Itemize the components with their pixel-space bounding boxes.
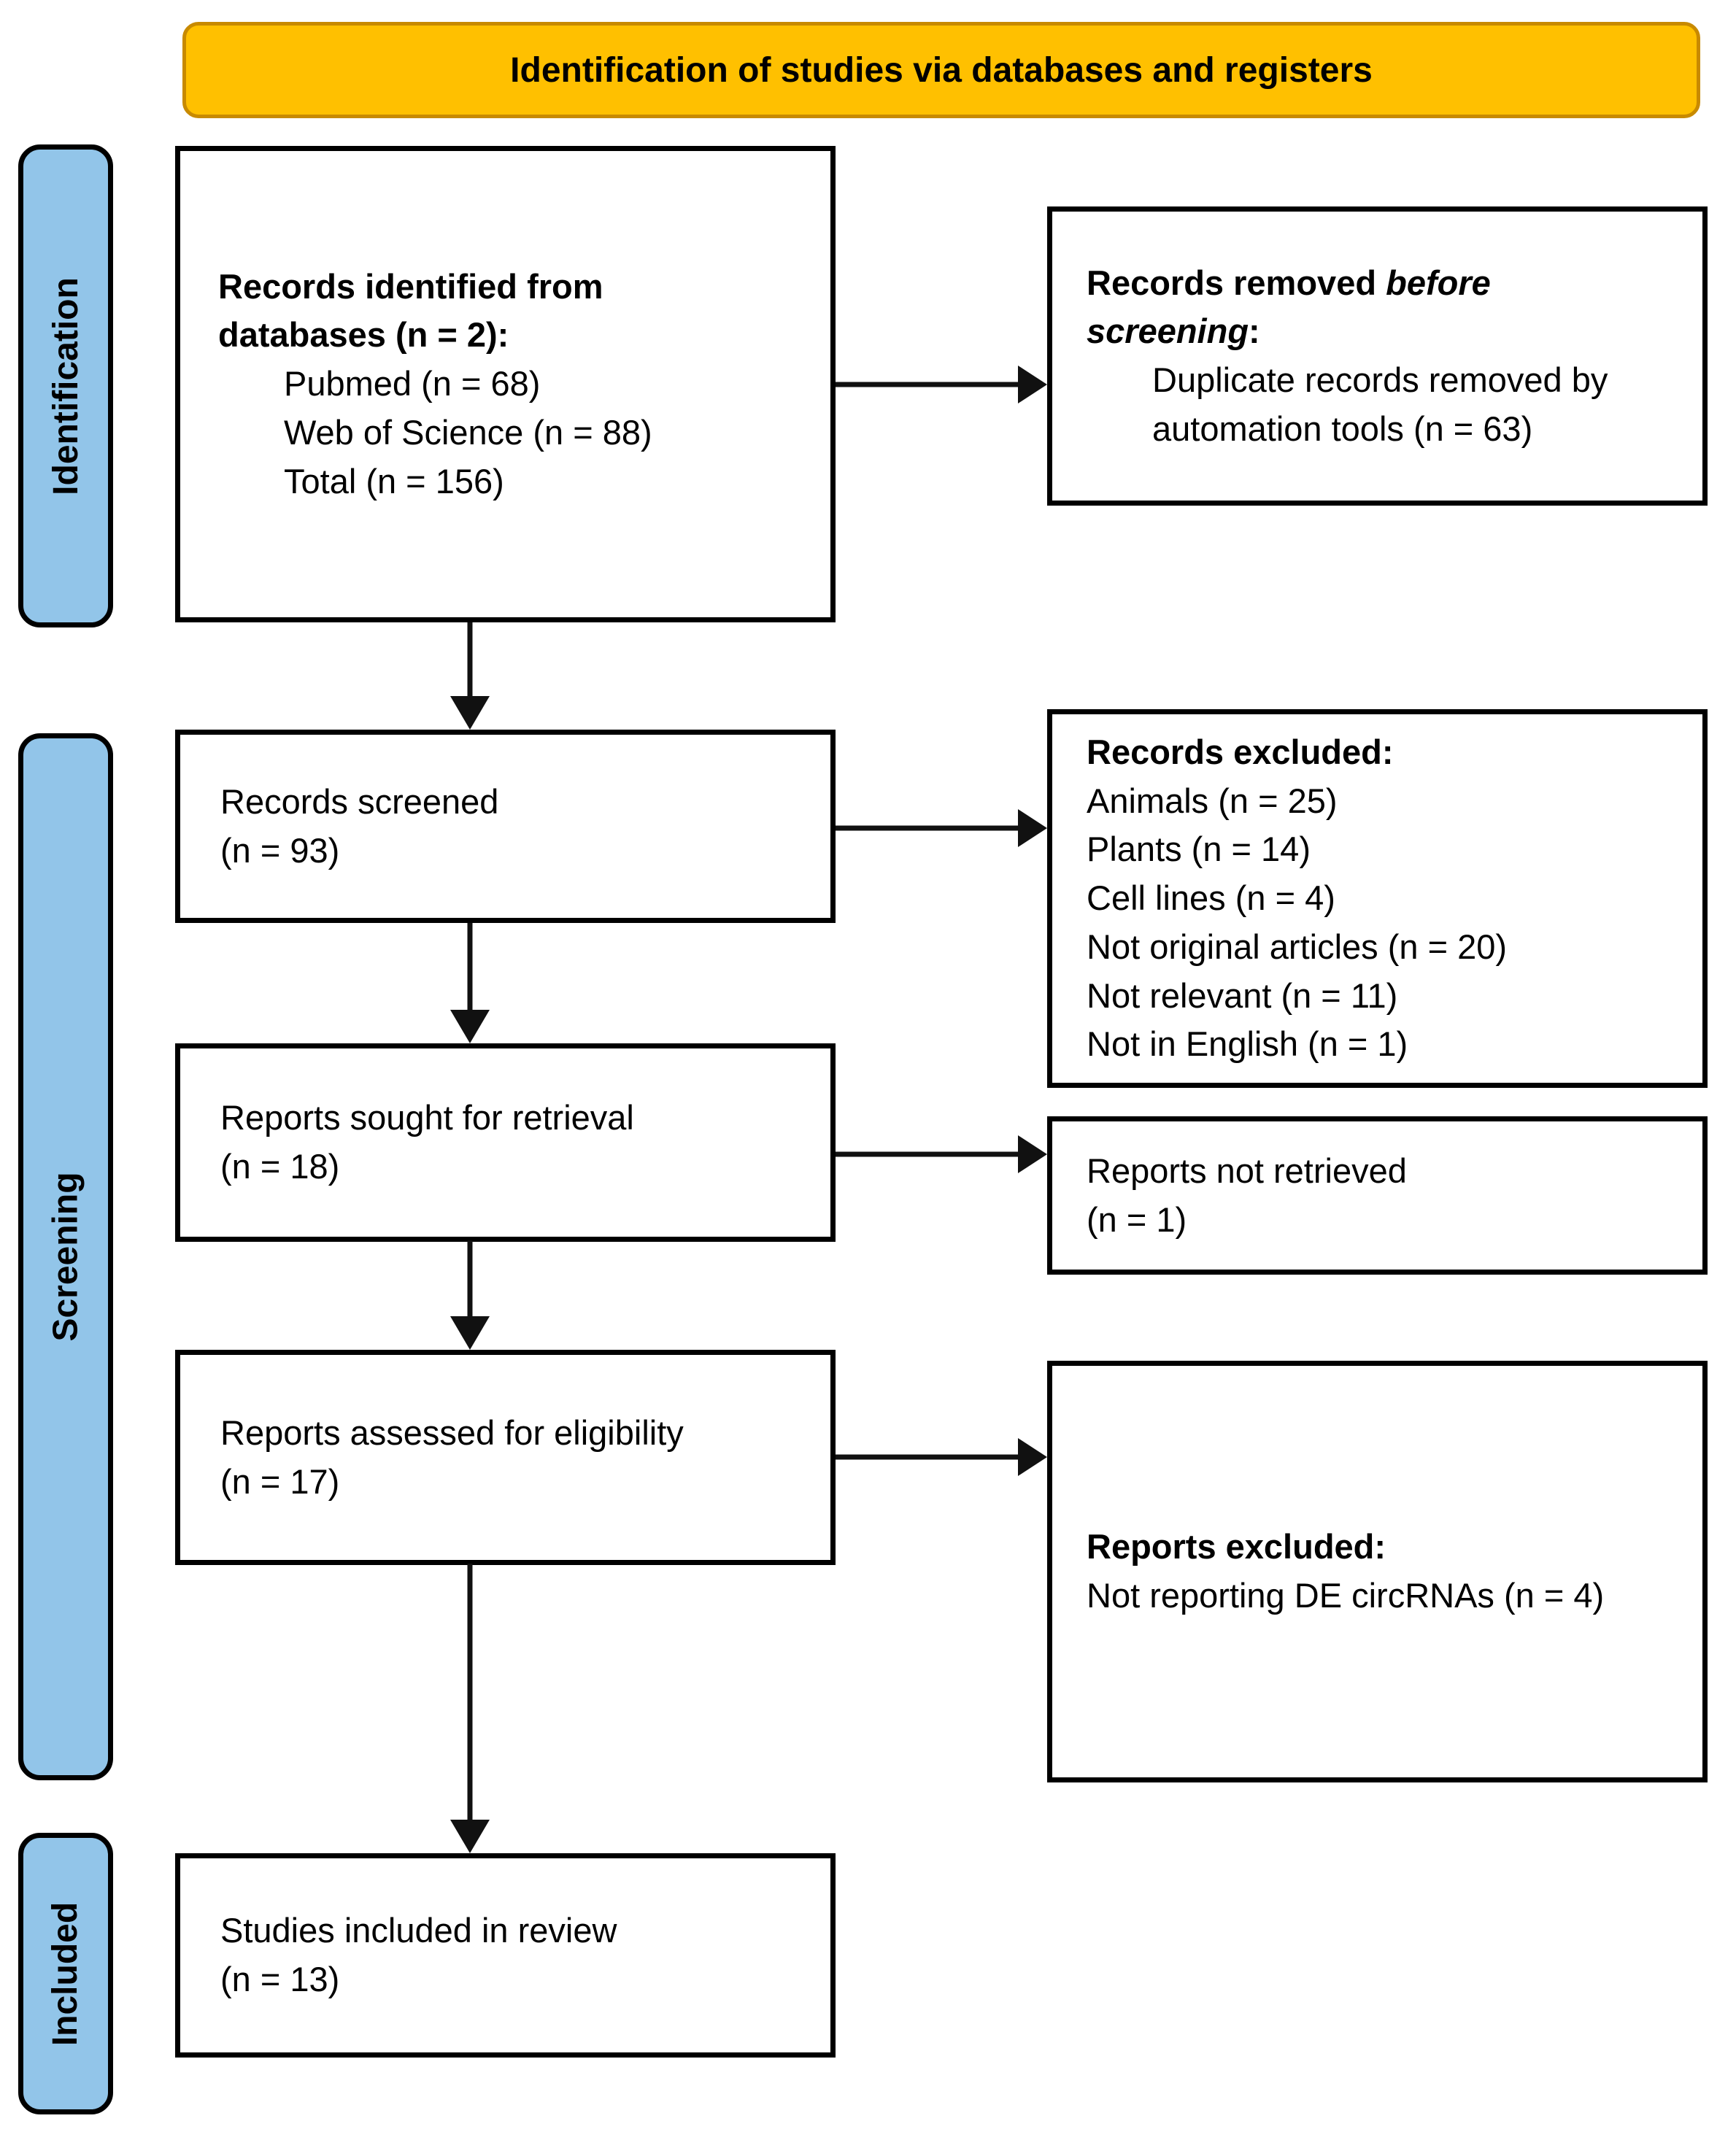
- box-records-excluded: Records excluded: Animals (n = 25) Plant…: [1047, 709, 1708, 1088]
- arrow-shaft: [467, 923, 473, 1011]
- records-identified-title: Records identified from databases (n = 2…: [218, 266, 603, 355]
- reports-sought-count: (n = 18): [220, 1147, 340, 1186]
- down-arrow-sought-to-assessed: [450, 1240, 490, 1350]
- box-reports-not-retrieved: Reports not retrieved (n = 1): [1047, 1116, 1708, 1275]
- diagram-title-banner: Identification of studies via databases …: [182, 22, 1700, 118]
- arrow-shaft: [467, 1564, 473, 1821]
- studies-included-line1: Studies included in review: [220, 1911, 617, 1950]
- box-reports-sought: Reports sought for retrieval (n = 18): [175, 1043, 836, 1242]
- arrow-head-icon: [450, 1820, 490, 1853]
- down-arrow-assessed-to-included: [450, 1564, 490, 1853]
- box-records-identified: Records identified from databases (n = 2…: [175, 146, 836, 622]
- reports-not-retrieved-count: (n = 1): [1087, 1199, 1187, 1239]
- records-identified-item-wos: Web of Science (n = 88): [284, 412, 652, 452]
- box-records-screened: Records screened (n = 93): [175, 730, 836, 923]
- reports-excluded-item-not-reporting: Not reporting DE circRNAs (n = 4): [1087, 1576, 1605, 1615]
- arrow-shaft: [836, 825, 1021, 831]
- stage-label-identification: Identification: [18, 144, 113, 627]
- reports-assessed-line1: Reports assessed for eligibility: [220, 1413, 684, 1452]
- arrow-shaft: [467, 1240, 473, 1318]
- box-reports-excluded: Reports excluded: Not reporting DE circR…: [1047, 1361, 1708, 1782]
- arrow-head-icon: [450, 1316, 490, 1350]
- records-excluded-item-animals: Animals (n = 25): [1087, 781, 1338, 820]
- stage-label-screening: Screening: [18, 733, 113, 1780]
- reports-sought-line1: Reports sought for retrieval: [220, 1098, 634, 1137]
- records-excluded-title: Records excluded:: [1087, 732, 1394, 771]
- reports-excluded-title: Reports excluded:: [1087, 1527, 1386, 1566]
- right-arrow-assessed-to-reports-excluded: [836, 1438, 1047, 1476]
- records-identified-item-pubmed: Pubmed (n = 68): [284, 364, 541, 403]
- records-removed-title-suffix: :: [1249, 312, 1260, 351]
- box-records-removed-before-screening: Records removed before screening: Duplic…: [1047, 206, 1708, 506]
- records-screened-line1: Records screened: [220, 781, 499, 821]
- records-excluded-item-not-relevant: Not relevant (n = 11): [1087, 976, 1398, 1015]
- right-arrow-sought-to-not-retrieved: [836, 1135, 1047, 1173]
- records-excluded-item-not-original: Not original articles (n = 20): [1087, 927, 1508, 966]
- arrow-head-icon: [1018, 809, 1047, 847]
- arrow-shaft: [836, 382, 1021, 387]
- right-arrow-identified-to-removed: [836, 366, 1047, 403]
- records-removed-title-italic: before screening: [1087, 263, 1491, 351]
- reports-assessed-count: (n = 17): [220, 1461, 340, 1501]
- right-arrow-screened-to-excluded: [836, 809, 1047, 847]
- studies-included-count: (n = 13): [220, 1960, 340, 1998]
- reports-not-retrieved-line1: Reports not retrieved: [1087, 1151, 1407, 1190]
- stage-label-included-text: Included: [46, 1901, 85, 2046]
- records-removed-title: Records removed before screening:: [1087, 259, 1561, 356]
- arrow-head-icon: [450, 696, 490, 730]
- arrow-head-icon: [1018, 1438, 1047, 1476]
- box-studies-included: Studies included in review (n = 13): [175, 1853, 836, 2058]
- stage-label-identification-text: Identification: [46, 277, 85, 495]
- stage-label-included: Included: [18, 1833, 113, 2114]
- records-removed-title-prefix: Records removed: [1087, 263, 1386, 302]
- records-screened-count: (n = 93): [220, 830, 340, 870]
- arrow-shaft: [467, 622, 473, 698]
- arrow-head-icon: [450, 1010, 490, 1043]
- arrow-head-icon: [1018, 366, 1047, 403]
- arrow-head-icon: [1018, 1135, 1047, 1173]
- down-arrow-identified-to-screened: [450, 622, 490, 730]
- records-excluded-item-not-english: Not in English (n = 1): [1087, 1024, 1408, 1064]
- diagram-title: Identification of studies via databases …: [510, 50, 1373, 90]
- arrow-shaft: [836, 1454, 1021, 1460]
- arrow-shaft: [836, 1151, 1021, 1157]
- stage-label-screening-text: Screening: [46, 1172, 85, 1342]
- down-arrow-screened-to-sought: [450, 923, 490, 1043]
- box-reports-assessed: Reports assessed for eligibility (n = 17…: [175, 1350, 836, 1565]
- records-identified-item-total: Total (n = 156): [284, 461, 504, 501]
- records-excluded-item-cell-lines: Cell lines (n = 4): [1087, 878, 1335, 918]
- records-excluded-item-plants: Plants (n = 14): [1087, 830, 1311, 869]
- records-removed-item-duplicates: Duplicate records removed by automation …: [1152, 360, 1608, 448]
